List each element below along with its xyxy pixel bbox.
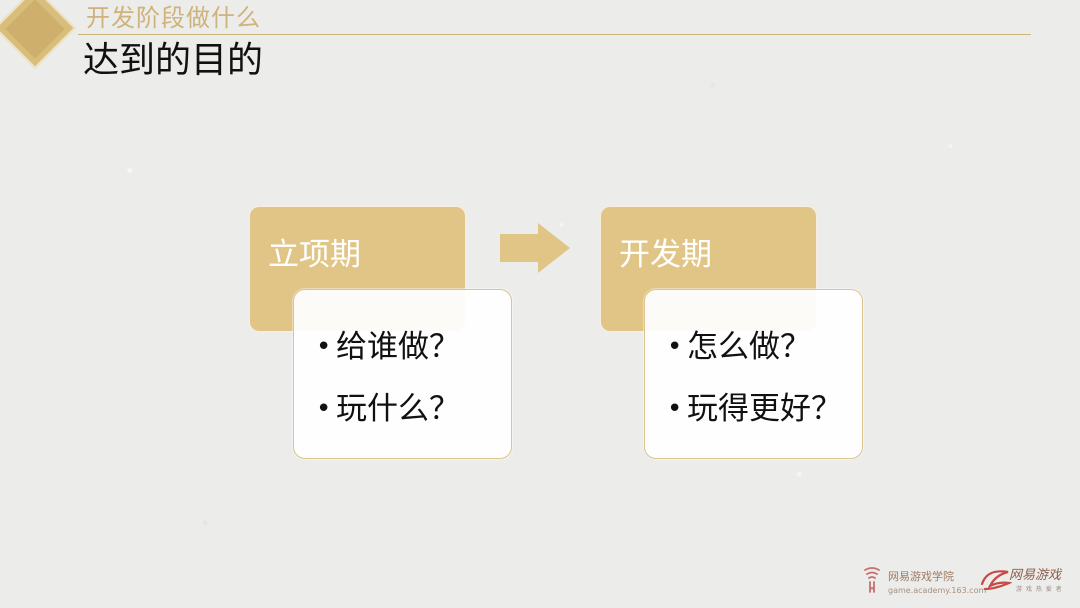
detail-text: 给谁做？ (336, 329, 460, 365)
bullet: • (667, 332, 683, 362)
phase-card-development: 开发期 (600, 206, 817, 332)
brand-name: 网易游戏 (1009, 568, 1062, 583)
academy-url: game.academy.163.com (888, 586, 987, 595)
detail-item: •给谁做？ (316, 328, 460, 366)
detail-text: 玩得更好？ (687, 391, 842, 427)
bullet: • (316, 332, 332, 362)
detail-text: 怎么做？ (687, 329, 811, 365)
header-divider (78, 34, 1031, 35)
detail-item: •玩得更好？ (667, 390, 842, 428)
academy-name: 网易游戏学院 (888, 570, 954, 583)
detail-item: •怎么做？ (667, 328, 811, 366)
page-title: 达到的目的 (83, 40, 264, 81)
phase-label: 开发期 (619, 237, 712, 273)
netease-logo-icon (980, 570, 1012, 591)
bullet: • (667, 394, 683, 424)
section-title: 开发阶段做什么 (86, 4, 261, 32)
phase-detail-initiation: •给谁做？ •玩什么？ (293, 289, 512, 459)
brand-tagline: 游 戏 热 爱 者 (1016, 586, 1063, 593)
detail-item: •玩什么？ (316, 390, 460, 428)
right-arrow-icon (500, 223, 570, 273)
bullet: • (316, 394, 332, 424)
detail-text: 玩什么？ (336, 391, 460, 427)
academy-logo-icon (864, 567, 880, 593)
phase-detail-development: •怎么做？ •玩得更好？ (644, 289, 863, 459)
phase-label: 立项期 (268, 237, 361, 273)
